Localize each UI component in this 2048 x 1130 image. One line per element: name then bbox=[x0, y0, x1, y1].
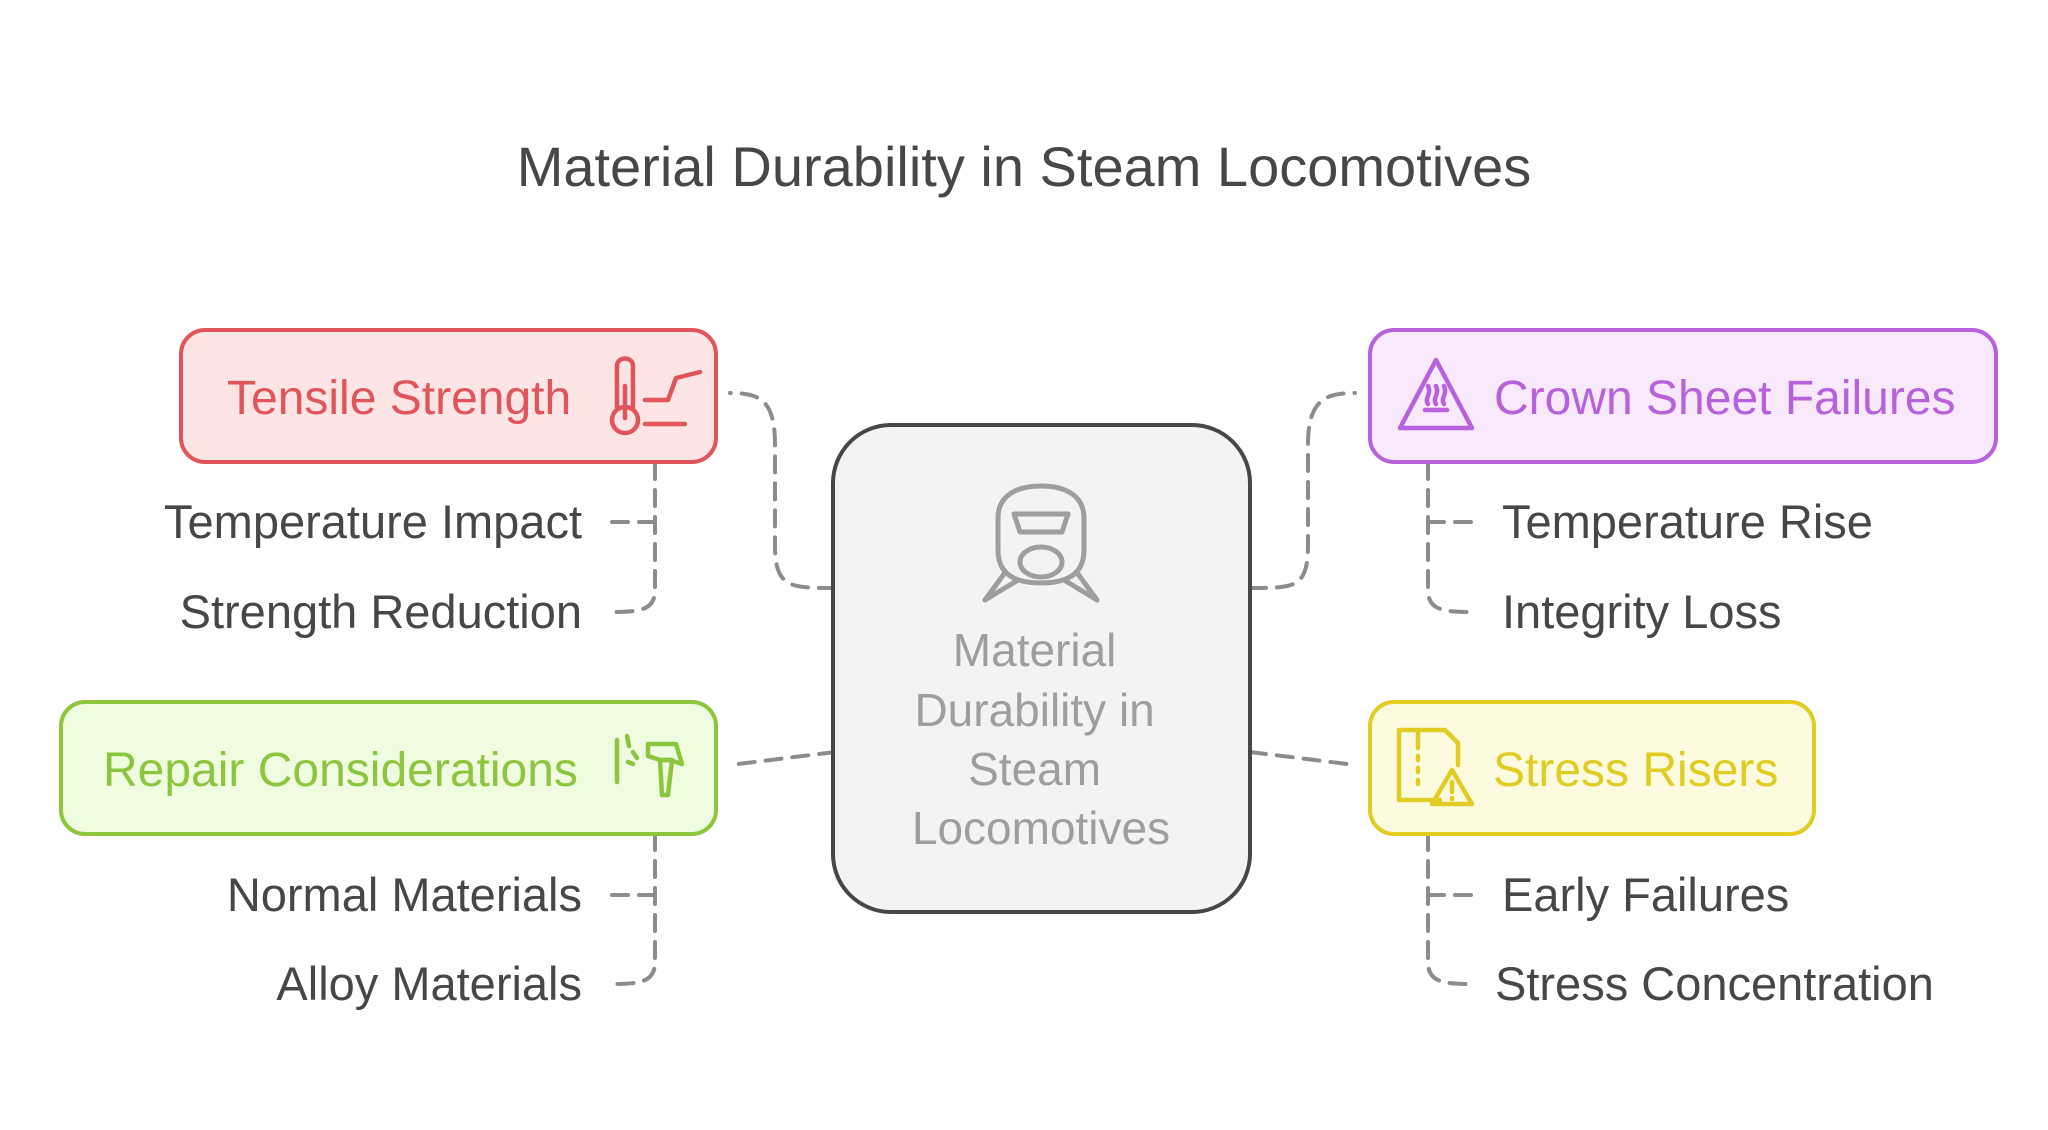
center-box bbox=[831, 423, 1252, 914]
node-crown-sheet-failures: Crown Sheet Failures bbox=[1368, 328, 1998, 464]
thermometer-graph-icon bbox=[609, 356, 703, 436]
heat-warning-icon bbox=[1397, 357, 1475, 431]
center-node: Material Durability in Steam Locomotives bbox=[831, 423, 1252, 914]
crown-sheet-failures-label: Crown Sheet Failures bbox=[1494, 372, 1956, 425]
tensile-strength-box bbox=[179, 328, 718, 464]
node-tensile-strength: Tensile Strength bbox=[179, 328, 718, 464]
crown-sheet-failures-box bbox=[1368, 328, 1998, 464]
connector-stress-subs bbox=[1426, 832, 1474, 986]
repair-considerations-box bbox=[59, 700, 718, 836]
center-line-1: Material bbox=[953, 624, 1117, 676]
sub-item-integrity-loss: Integrity Loss bbox=[1502, 585, 1782, 638]
sub-item-alloy-materials: Alloy Materials bbox=[276, 957, 582, 1010]
train-front-icon bbox=[982, 483, 1100, 603]
sub-item-temperature-impact: Temperature Impact bbox=[164, 495, 582, 548]
hammer-icon bbox=[614, 733, 685, 798]
connector-crown-subs bbox=[1426, 461, 1474, 614]
diagram-title: Material Durability in Steam Locomotives bbox=[517, 135, 1532, 198]
stress-risers-label: Stress Risers bbox=[1493, 744, 1778, 797]
connector-center-tensile bbox=[728, 391, 837, 590]
connector-center-repair bbox=[728, 750, 837, 767]
stress-risers-box bbox=[1368, 700, 1816, 836]
node-stress-risers: Stress Risers bbox=[1368, 700, 1816, 836]
node-repair-considerations: Repair Considerations bbox=[59, 700, 718, 836]
center-text: Material Durability in Steam Locomotives bbox=[912, 624, 1170, 854]
tensile-strength-label: Tensile Strength bbox=[227, 372, 571, 425]
connector-center-stress bbox=[1248, 750, 1357, 767]
connectors bbox=[610, 391, 1474, 986]
connector-repair-subs bbox=[610, 832, 657, 986]
connector-center-crown bbox=[1248, 391, 1357, 590]
sub-item-strength-reduction: Strength Reduction bbox=[180, 585, 582, 638]
document-warning-icon bbox=[1396, 727, 1475, 807]
sub-item-temperature-rise: Temperature Rise bbox=[1502, 495, 1873, 548]
center-line-3: Steam bbox=[968, 743, 1101, 795]
connector-tensile-subs bbox=[610, 461, 657, 614]
center-line-4: Locomotives bbox=[912, 802, 1170, 854]
sub-items: Temperature Impact Strength Reduction No… bbox=[164, 495, 1934, 1010]
sub-item-early-failures: Early Failures bbox=[1502, 868, 1789, 921]
repair-considerations-label: Repair Considerations bbox=[103, 744, 578, 797]
sub-item-stress-concentration: Stress Concentration bbox=[1495, 957, 1934, 1010]
sub-item-normal-materials: Normal Materials bbox=[227, 868, 582, 921]
center-line-2: Durability in bbox=[914, 684, 1154, 736]
